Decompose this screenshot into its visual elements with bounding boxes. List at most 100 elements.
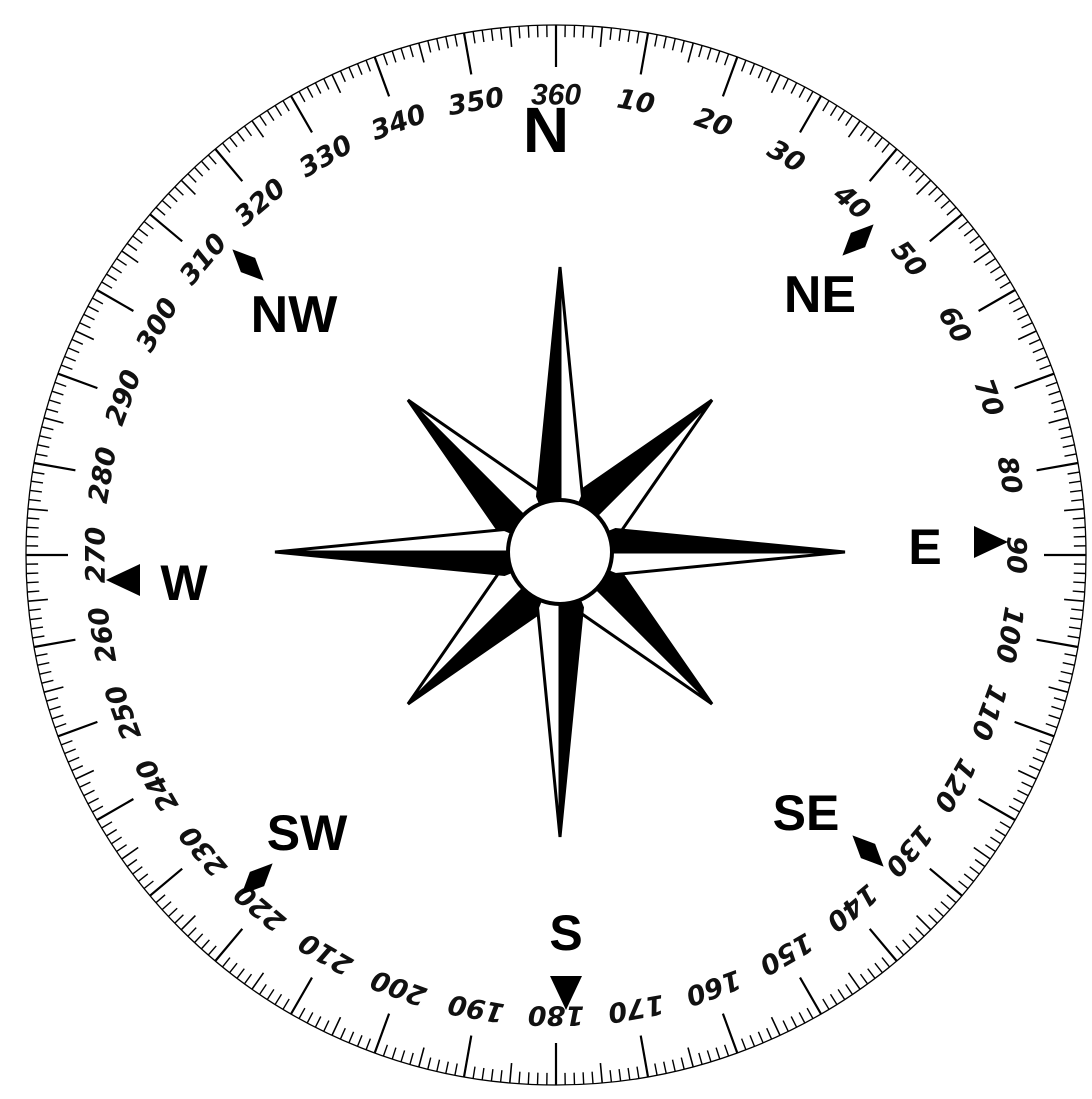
degree-tick bbox=[52, 391, 64, 395]
degree-tick bbox=[985, 845, 995, 852]
degree-tick bbox=[307, 87, 313, 98]
degree-tick bbox=[641, 1036, 648, 1077]
degree-tick bbox=[1051, 400, 1062, 404]
degree-tick bbox=[419, 43, 424, 62]
degree-tick bbox=[1068, 472, 1080, 474]
degree-tick bbox=[156, 207, 165, 215]
degree-tick bbox=[392, 1048, 396, 1060]
degree-tick bbox=[175, 915, 184, 923]
degree-tick bbox=[97, 290, 133, 311]
degree-tick bbox=[947, 207, 956, 215]
degree-tick bbox=[332, 75, 341, 93]
degree-label-10: 10 bbox=[615, 83, 657, 120]
degree-tick bbox=[401, 1050, 405, 1061]
northeast-diamond-marker-icon bbox=[842, 224, 873, 255]
degree-tick bbox=[903, 940, 911, 949]
degree-label-240: 240 bbox=[130, 753, 185, 817]
degree-tick bbox=[31, 481, 43, 483]
degree-tick bbox=[641, 33, 648, 74]
degree-tick bbox=[600, 1063, 602, 1083]
degree-tick bbox=[122, 848, 138, 860]
degree-tick bbox=[156, 895, 165, 903]
degree-tick bbox=[681, 41, 684, 53]
degree-tick bbox=[150, 214, 182, 241]
degree-tick bbox=[1018, 771, 1036, 780]
degree-tick bbox=[974, 848, 990, 860]
degree-tick bbox=[201, 161, 209, 170]
degree-tick bbox=[750, 1035, 755, 1046]
degree-tick bbox=[307, 1012, 313, 1023]
degree-tick bbox=[1046, 382, 1057, 386]
degree-tick bbox=[291, 96, 312, 132]
degree-tick bbox=[1040, 741, 1051, 745]
degree-tick bbox=[1037, 463, 1078, 470]
degree-tick bbox=[807, 1008, 813, 1018]
degree-tick bbox=[1059, 427, 1071, 430]
degree-tick bbox=[823, 101, 829, 111]
degree-tick bbox=[964, 874, 973, 881]
degree-tick bbox=[30, 490, 42, 492]
degree-tick bbox=[122, 251, 138, 263]
degree-tick bbox=[76, 771, 94, 780]
degree-tick bbox=[36, 654, 48, 656]
degree-tick bbox=[995, 274, 1005, 280]
degree-tick bbox=[168, 908, 177, 916]
degree-tick bbox=[1061, 436, 1073, 439]
degree-tick bbox=[208, 946, 216, 955]
degree-tick bbox=[979, 290, 1015, 311]
degree-label-200: 200 bbox=[367, 963, 431, 1011]
degree-tick bbox=[42, 427, 54, 430]
degree-tick bbox=[144, 222, 153, 230]
degree-tick bbox=[941, 200, 950, 208]
degree-tick bbox=[896, 155, 904, 164]
degree-tick bbox=[230, 963, 237, 972]
degree-tick bbox=[1061, 672, 1073, 675]
degree-tick bbox=[133, 867, 143, 874]
degree-tick bbox=[61, 365, 72, 369]
degree-tick bbox=[410, 1053, 413, 1065]
degree-tick bbox=[868, 132, 875, 142]
degree-tick bbox=[1022, 323, 1033, 328]
degree-tick bbox=[245, 974, 252, 984]
degree-tick bbox=[107, 830, 117, 836]
degree-tick bbox=[275, 106, 281, 116]
degree-tick bbox=[215, 929, 242, 961]
degree-tick bbox=[688, 43, 693, 62]
degree-tick bbox=[501, 28, 502, 40]
degree-tick bbox=[65, 749, 76, 754]
degree-tick bbox=[55, 382, 66, 386]
degree-tick bbox=[127, 860, 137, 867]
degree-tick bbox=[868, 969, 875, 979]
degree-tick bbox=[1013, 798, 1024, 804]
degree-tick bbox=[846, 116, 853, 126]
degree-label-150: 150 bbox=[754, 926, 818, 981]
degree-tick bbox=[742, 60, 746, 71]
degree-tick bbox=[324, 79, 329, 90]
degree-tick bbox=[27, 582, 39, 583]
degree-tick bbox=[849, 121, 861, 137]
degree-tick bbox=[1049, 391, 1061, 395]
degree-tick bbox=[464, 33, 471, 74]
degree-tick bbox=[291, 978, 312, 1014]
degree-tick bbox=[725, 54, 729, 65]
degree-tick bbox=[162, 902, 171, 910]
degree-tick bbox=[979, 799, 1015, 820]
degree-tick bbox=[1071, 609, 1083, 610]
degree-tick bbox=[959, 881, 968, 889]
degree-tick bbox=[1071, 500, 1083, 501]
degree-tick bbox=[974, 251, 990, 263]
degree-tick bbox=[473, 32, 475, 44]
degree-tick bbox=[383, 1045, 387, 1056]
degree-label-110: 110 bbox=[964, 681, 1012, 745]
degree-tick bbox=[162, 200, 171, 208]
degree-tick bbox=[1018, 314, 1029, 319]
degree-tick bbox=[315, 1017, 320, 1028]
degree-tick bbox=[181, 180, 195, 194]
degree-tick bbox=[917, 916, 931, 930]
degree-tick bbox=[49, 706, 60, 710]
degree-tick bbox=[758, 67, 763, 78]
degree-tick bbox=[831, 106, 837, 116]
degree-tick bbox=[1073, 518, 1085, 519]
degree-label-250: 250 bbox=[99, 681, 147, 745]
